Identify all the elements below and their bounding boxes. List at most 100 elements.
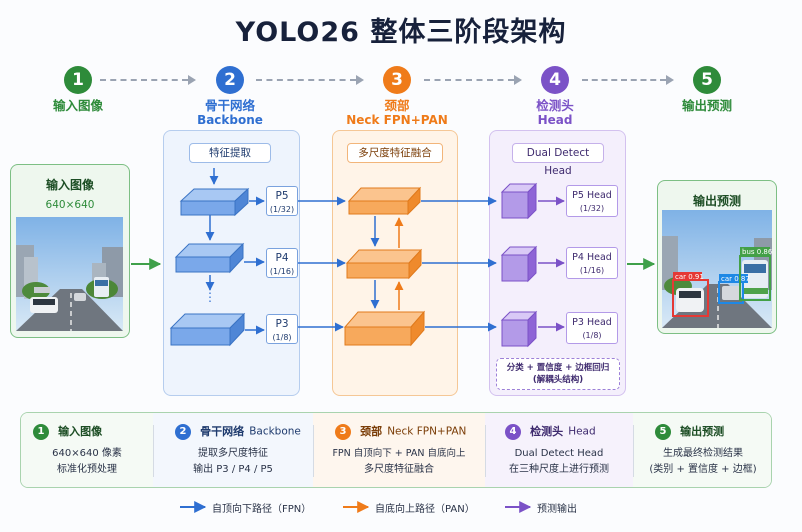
step-label: 输出预测 (681, 98, 732, 113)
summary-title: 输入图像 (58, 424, 103, 438)
step-sublabel: Neck FPN+PAN (346, 113, 448, 127)
step-head: 4 检测头 Head (500, 66, 610, 128)
summary-number: 2 (175, 423, 191, 440)
summary-item-head: 4 检测头 Head Dual Detect Head 在三种尺度上进行预测 (485, 413, 633, 487)
backbone-feature-p4 (174, 242, 245, 274)
summary-line1: Dual Detect Head (514, 448, 604, 459)
step-connector (582, 79, 666, 81)
summary-line1: 生成最终检测结果 (663, 448, 743, 459)
page-title: YOLO26 整体三阶段架构 (235, 17, 567, 48)
feature-stride: (1/16) (269, 267, 295, 276)
bbox-label-bg (673, 272, 702, 281)
head-output-name: P4 Head (572, 252, 612, 263)
head-output-name: P5 Head (572, 190, 612, 201)
step-backbone: 2 骨干网络 Backbone (175, 66, 285, 128)
summary-number: 5 (655, 423, 671, 440)
step-connector (100, 79, 188, 81)
head-cube-p4 (500, 245, 538, 283)
head-output-p3: P3 Head (1/8) (566, 312, 618, 344)
summary-number: 4 (505, 423, 521, 440)
summary-item-output: 5 输出预测 生成最终检测结果 (类别 + 置信度 + 边框) (633, 413, 771, 487)
summary-title: 检测头 (530, 424, 564, 438)
summary-number: 3 (335, 423, 351, 440)
head-output-stride: (1/8) (582, 331, 602, 340)
summary-header: 1 输入图像 (33, 422, 153, 440)
summary-header: 4 检测头 Head (505, 422, 633, 440)
arrow-right-icon (666, 75, 674, 85)
summary-title-en: Neck FPN+PAN (387, 425, 467, 438)
summary-item-neck: 3 颈部 Neck FPN+PAN FPN 自顶向下 + PAN 自底向上 多尺… (313, 413, 485, 487)
summary-line2: 多尺度特征融合 (364, 464, 434, 475)
summary-bar: 1 输入图像 640×640 像素 标准化预处理 2 骨干网络 Backbone… (20, 412, 772, 488)
summary-line2: 在三种尺度上进行预测 (509, 464, 609, 475)
summary-number: 1 (33, 423, 49, 440)
summary-line1: FPN 自顶向下 + PAN 自底向上 (332, 448, 466, 459)
arrow-right-icon (356, 75, 364, 85)
neck-feature-mid (345, 248, 423, 280)
summary-divider (633, 425, 634, 477)
arrow-right-icon (188, 75, 196, 85)
legend-fpn-label: 自顶向下路径（FPN） (212, 504, 312, 515)
ellipsis-icon: ⋮ (204, 290, 216, 304)
detection-label: car 0.91 (675, 273, 704, 281)
feature-name: P3 (275, 318, 289, 330)
step-input: 1 输入图像 (23, 66, 133, 113)
head-note: 分类 + 置信度 + 边框回归 (解耦头结构) (496, 358, 620, 390)
input-size: 640×640 (45, 199, 95, 211)
step-neck: 3 颈部 Neck FPN+PAN (342, 66, 452, 128)
summary-line2: 标准化预处理 (57, 464, 117, 475)
summary-line2: (类别 + 置信度 + 边框) (649, 464, 757, 475)
summary-header: 5 输出预测 (655, 422, 771, 440)
summary-line1: 640×640 像素 (52, 448, 122, 459)
step-label: 颈部 (384, 98, 410, 113)
summary-title-en: Backbone (249, 425, 301, 438)
backbone-header: 特征提取 (189, 143, 271, 163)
step-label: 输入图像 (52, 98, 103, 113)
step-output: 5 输出预测 (652, 66, 762, 113)
summary-item-input: 1 输入图像 640×640 像素 标准化预处理 (21, 413, 153, 487)
summary-line1: 提取多尺度特征 (198, 448, 268, 459)
step-sublabel: Backbone (197, 113, 263, 127)
step-number: 5 (693, 66, 721, 94)
step-number: 2 (216, 66, 244, 94)
summary-header: 2 骨干网络 Backbone (175, 422, 313, 440)
backbone-feature-p5 (179, 187, 250, 217)
summary-title: 输出预测 (680, 424, 725, 438)
arrow-right-icon (514, 75, 522, 85)
step-label: 骨干网络 (204, 98, 255, 113)
head-header: Dual Detect Head (512, 143, 604, 177)
head-cube-p5 (500, 182, 538, 220)
head-output-stride: (1/32) (579, 204, 605, 213)
head-note-line1: 分类 + 置信度 + 边框回归 (506, 363, 610, 373)
detection-label: bus 0.86 (742, 248, 772, 256)
neck-header: 多尺度特征融合 (347, 143, 443, 163)
head-cube-p3 (500, 310, 538, 348)
summary-line2: 输出 P3 / P4 / P5 (193, 464, 273, 475)
summary-divider (485, 425, 486, 477)
step-number: 3 (383, 66, 411, 94)
head-output-stride: (1/16) (579, 266, 605, 275)
detection-label: car 0.87 (721, 275, 750, 283)
input-card-title: 输入图像 (45, 178, 94, 192)
feature-name: P5 (275, 190, 289, 202)
summary-divider (153, 425, 154, 477)
summary-divider (313, 425, 314, 477)
summary-title: 颈部 (360, 424, 383, 438)
step-label: 检测头 (536, 98, 574, 113)
summary-title: 骨干网络 (200, 424, 245, 438)
backbone-feature-p3 (169, 312, 246, 347)
step-number: 1 (64, 66, 92, 94)
summary-item-backbone: 2 骨干网络 Backbone 提取多尺度特征 输出 P3 / P4 / P5 (153, 413, 313, 487)
feature-stride: (1/32) (269, 205, 295, 214)
head-output-name: P3 Head (572, 317, 612, 328)
legend-pan-label: 自底向上路径（PAN） (375, 504, 475, 515)
output-image: car 0.91 car 0.87 bus 0.86 (662, 210, 772, 328)
feature-label-p3: P3 (1/8) (266, 314, 298, 344)
bbox-label-bg (740, 247, 770, 256)
step-sublabel: Head (537, 113, 573, 127)
neck-feature-bottom (343, 310, 426, 347)
bbox-label-bg (719, 274, 748, 283)
head-output-p4: P4 Head (1/16) (566, 247, 618, 279)
summary-title-en: Head (568, 425, 596, 438)
